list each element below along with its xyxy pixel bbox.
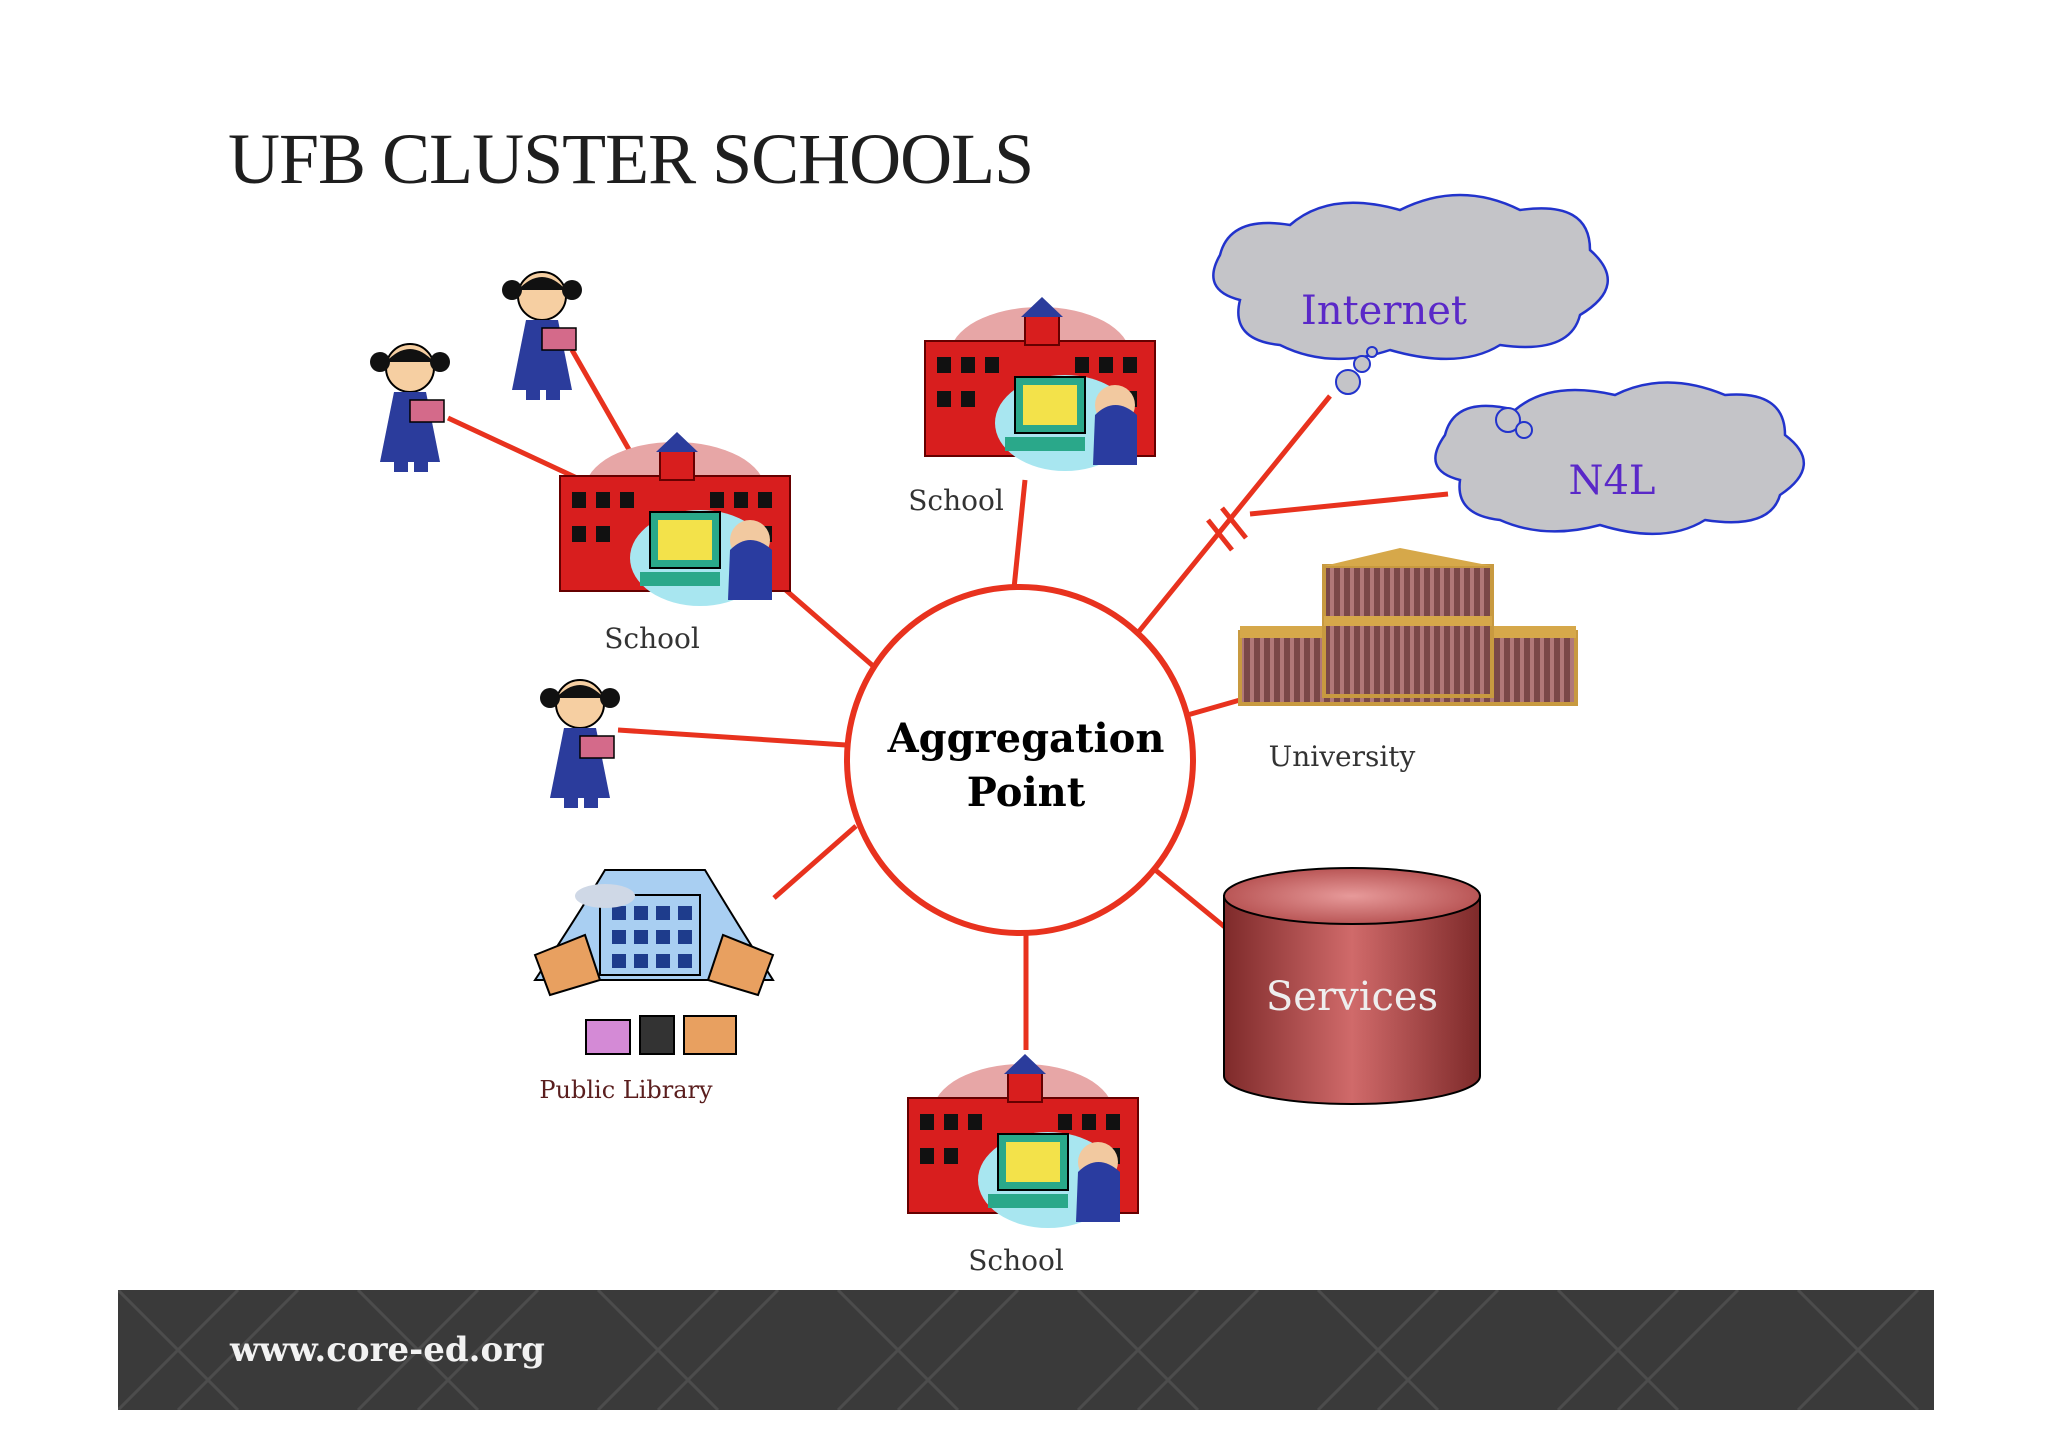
n4l-cloud-icon (1434, 381, 1805, 536)
slide-title: UFB CLUSTER SCHOOLS (228, 119, 1034, 199)
link-library (772, 824, 858, 900)
public-library-icon (533, 869, 775, 1055)
student-icon-middle (540, 679, 620, 808)
link-university (1183, 697, 1241, 719)
link-services (1146, 862, 1228, 930)
internet-label: Internet (1301, 288, 1467, 334)
services-database-icon (1223, 867, 1481, 1105)
school-top-icon (924, 297, 1156, 471)
footer-banner: www.core-ed.org (118, 1290, 1934, 1410)
school-bottom-label: School (968, 1244, 1064, 1277)
university-building-icon (1238, 548, 1578, 706)
footer-url[interactable]: www.core-ed.org (230, 1330, 545, 1370)
aggregation-hub (844, 584, 1196, 936)
hub-label-line1: Aggregation (887, 715, 1165, 762)
hub-label-line2: Point (967, 769, 1086, 816)
link-girl-middle (617, 727, 847, 748)
link-break-marks (1206, 506, 1248, 552)
school-left-label: School (604, 622, 700, 655)
school-bottom-icon (907, 1054, 1139, 1228)
school-top-label: School (908, 484, 1004, 517)
footer-texture (118, 1290, 1920, 1410)
n4l-label: N4L (1568, 458, 1655, 504)
student-icon-top (502, 271, 582, 400)
services-label: Services (1266, 974, 1438, 1020)
student-icon-left (370, 343, 450, 472)
link-n4l (1249, 491, 1449, 517)
internet-cloud-icon (1212, 193, 1609, 395)
school-left-icon (559, 432, 791, 606)
public-library-label: Public Library (539, 1076, 713, 1104)
university-label: University (1269, 740, 1416, 773)
